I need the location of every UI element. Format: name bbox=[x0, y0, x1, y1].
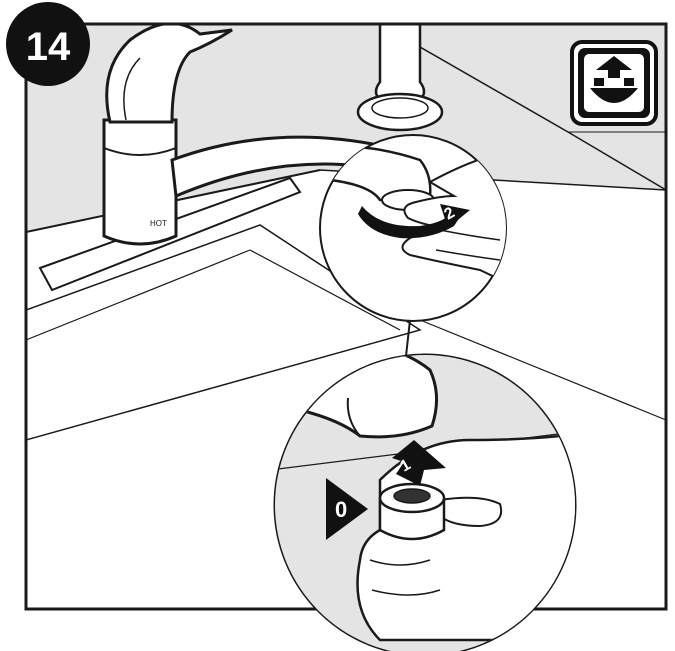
aerator bbox=[380, 484, 444, 539]
step-number: 14 bbox=[26, 25, 71, 69]
aerator-cleaning-icon bbox=[572, 42, 656, 124]
part-marker-label: 0 bbox=[335, 497, 347, 522]
faucet-handle-label: HOT bbox=[150, 219, 167, 228]
step-badge: 14 bbox=[6, 2, 90, 86]
